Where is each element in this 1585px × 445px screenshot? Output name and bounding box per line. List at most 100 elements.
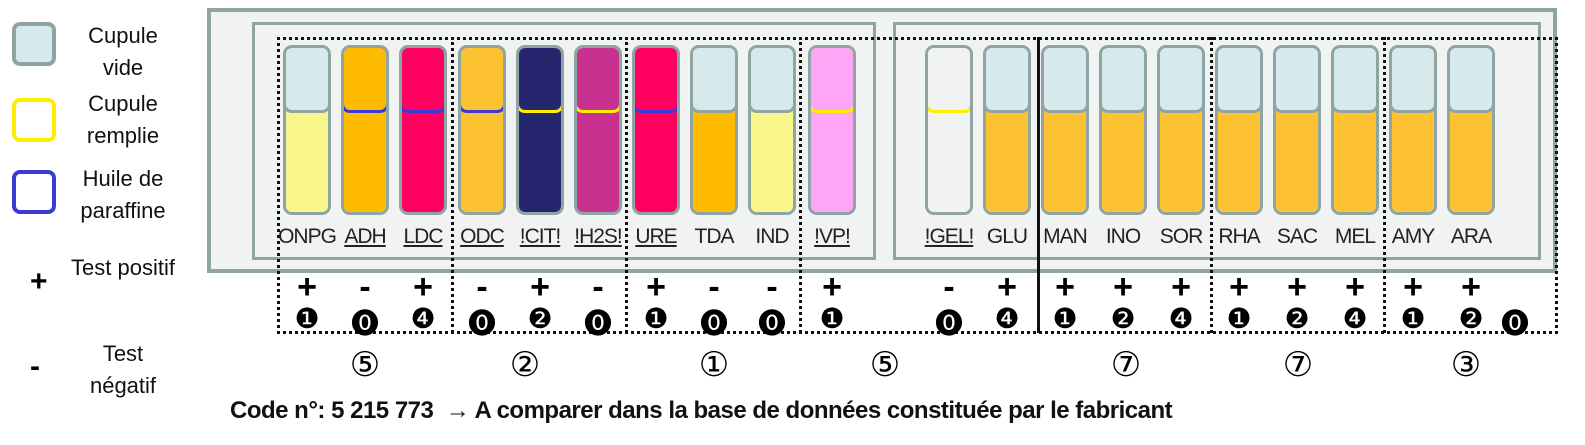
tube-fill xyxy=(1160,110,1202,212)
tube-fill xyxy=(577,110,619,212)
test-sign: + xyxy=(297,268,317,306)
test-value: ⓿ xyxy=(583,308,612,339)
cupule-cap xyxy=(635,48,677,113)
test-sign: + xyxy=(1287,268,1307,306)
cupule-cap xyxy=(1392,48,1434,113)
plus-icon: + xyxy=(30,265,48,298)
tube-fill xyxy=(928,110,970,212)
triplet-divider xyxy=(451,37,454,333)
tube-fill xyxy=(811,110,853,212)
test-sign: + xyxy=(646,268,666,306)
cupule-onpg xyxy=(283,45,331,215)
test-value: ❷ xyxy=(527,303,553,334)
test-sign: - xyxy=(943,268,955,306)
cupule-sac xyxy=(1273,45,1321,215)
tube-fill xyxy=(344,110,386,212)
test-value: ❹ xyxy=(410,303,436,334)
test-sign: + xyxy=(530,268,550,306)
cupule-cap xyxy=(986,48,1028,113)
extra-value: ⓿ xyxy=(1500,308,1529,339)
tube-fill xyxy=(1450,110,1492,212)
tube-fill xyxy=(286,110,328,212)
test-label: RHA xyxy=(1218,225,1260,248)
group-code: ⑤ xyxy=(349,346,381,384)
tube-fill xyxy=(1044,110,1086,212)
test-sign: + xyxy=(1345,268,1365,306)
cupule-ure xyxy=(632,45,680,215)
cupule-amy xyxy=(1389,45,1437,215)
test-label: IND xyxy=(755,225,789,248)
test-value: ❶ xyxy=(819,303,845,334)
cupule-cap xyxy=(1276,48,1318,113)
strip-split-line xyxy=(1037,37,1040,333)
legend-label: Test négatif xyxy=(89,341,157,398)
legend-label: Cupule vide xyxy=(88,23,158,80)
test-sign: + xyxy=(1403,268,1423,306)
test-value: ❶ xyxy=(1226,303,1252,334)
triplet-box xyxy=(277,37,1558,334)
test-label: INO xyxy=(1105,225,1141,248)
test-value: ❹ xyxy=(1168,303,1194,334)
test-value: ❹ xyxy=(994,303,1020,334)
legend-label: Cupule remplie xyxy=(86,91,160,148)
test-label: ARA xyxy=(1450,225,1492,248)
test-value: ❷ xyxy=(1458,303,1484,334)
cupule-adh xyxy=(341,45,389,215)
cupule-sor xyxy=(1157,45,1205,215)
tube-fill xyxy=(1218,110,1260,212)
test-label: MEL xyxy=(1334,225,1376,248)
test-label: LDC xyxy=(403,225,443,248)
legend-oil-icon xyxy=(12,170,56,214)
cupule-man xyxy=(1041,45,1089,215)
cupule-cap xyxy=(693,48,735,113)
test-label: MAN xyxy=(1043,225,1088,248)
cupule-cap xyxy=(811,48,853,113)
test-label: !GEL! xyxy=(924,225,975,248)
legend-filled-icon xyxy=(12,98,56,142)
cupule-cap xyxy=(1450,48,1492,113)
legend-empty-icon xyxy=(12,22,56,66)
group-code: ⑦ xyxy=(1110,346,1142,384)
test-value: ⓿ xyxy=(934,308,963,339)
test-value: ❶ xyxy=(643,303,669,334)
cupule-cap xyxy=(402,48,444,113)
test-label: URE xyxy=(635,225,677,248)
cupule-cap xyxy=(577,48,619,113)
test-label: TDA xyxy=(694,225,735,248)
tube-fill xyxy=(519,110,561,212)
group-code: ⑤ xyxy=(869,346,901,384)
cupule-mel xyxy=(1331,45,1379,215)
group-code: ② xyxy=(509,346,541,384)
test-sign: - xyxy=(476,268,488,306)
cupule-cap xyxy=(519,48,561,113)
test-value: ❶ xyxy=(1400,303,1426,334)
tube-fill xyxy=(1392,110,1434,212)
cupule-rha xyxy=(1215,45,1263,215)
test-label: GLU xyxy=(986,225,1028,248)
cupule-cap xyxy=(344,48,386,113)
test-label: ODC xyxy=(460,225,505,248)
test-label: ONPG xyxy=(278,225,337,248)
minus-icon: - xyxy=(30,350,40,383)
test-sign: - xyxy=(708,268,720,306)
cupule-ind xyxy=(748,45,796,215)
test-label: !VP! xyxy=(814,225,851,248)
cupule-vp xyxy=(808,45,856,215)
cupule-cap xyxy=(1218,48,1260,113)
test-label: SAC xyxy=(1276,225,1318,248)
test-label: !H2S! xyxy=(574,225,623,248)
test-sign: + xyxy=(1171,268,1191,306)
legend-label: Huile de paraffine xyxy=(80,166,166,223)
test-value: ❷ xyxy=(1110,303,1136,334)
cupule-cap xyxy=(461,48,503,113)
test-sign: + xyxy=(1461,268,1481,306)
test-value: ❹ xyxy=(1342,303,1368,334)
triplet-divider xyxy=(625,37,628,333)
triplet-divider xyxy=(1383,37,1386,333)
cupule-ara xyxy=(1447,45,1495,215)
triplet-divider xyxy=(799,37,802,333)
tube-fill xyxy=(693,110,735,212)
test-sign: + xyxy=(1229,268,1249,306)
cupule-glu xyxy=(983,45,1031,215)
test-value: ⓿ xyxy=(757,308,786,339)
